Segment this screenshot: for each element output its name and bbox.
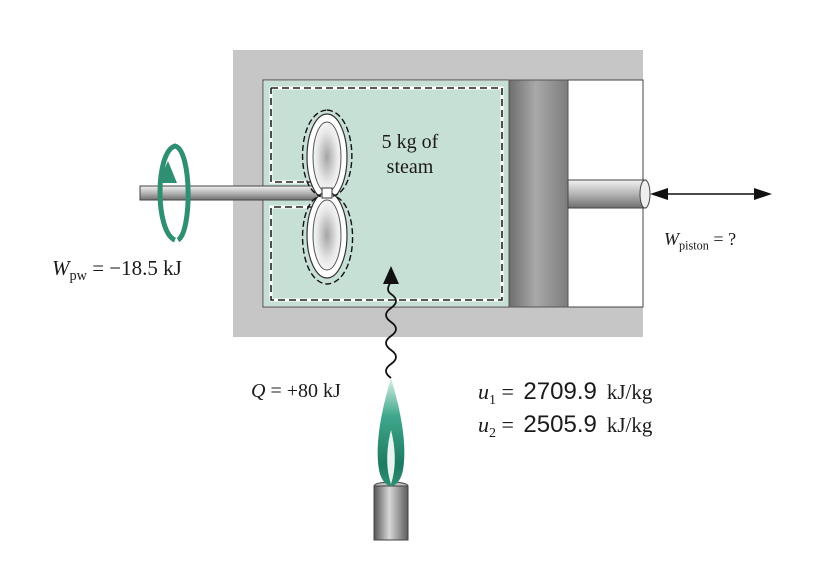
burner — [373, 481, 409, 541]
piston-work-value: = ? — [708, 229, 737, 249]
double-arrow-icon — [650, 188, 772, 200]
piston-work-label: Wpiston = ? — [664, 230, 736, 252]
steam-label-line2: steam — [386, 156, 434, 178]
rotation-arrow-icon — [157, 143, 191, 243]
paddle-work-subscript: pw — [69, 267, 87, 284]
paddle-work-symbol: W — [52, 256, 70, 280]
u2-value: 2505.9 — [523, 411, 597, 438]
u2-symbol: u — [478, 412, 489, 437]
u1-value: 2709.9 — [523, 378, 597, 405]
u1-subscript: 1 — [489, 392, 496, 408]
heat-symbol: Q — [251, 380, 266, 402]
piston-work-symbol: W — [664, 229, 679, 249]
heat-wavy-arrow-icon — [383, 266, 399, 379]
heat-label: Q = +80 kJ — [251, 381, 341, 401]
piston-rod — [567, 179, 651, 209]
steam-label-line1: 5 kg of — [381, 131, 439, 153]
paddle-shaft — [139, 185, 329, 201]
paddle-work-label: Wpw = −18.5 kJ — [52, 256, 182, 284]
u1-symbol: u — [478, 379, 489, 404]
paddle-wheel-icon — [301, 109, 354, 285]
steam-label: 5 kg of steam — [370, 130, 450, 180]
energy-u1-row: u1 = 2709.9 kJ/kg — [478, 380, 652, 408]
piston — [508, 79, 569, 308]
u1-unit: kJ/kg — [606, 380, 653, 404]
u2-equals: = — [496, 412, 520, 437]
paddle-work-value: = −18.5 kJ — [86, 256, 182, 280]
cylinder-bottom-wall — [233, 307, 643, 337]
heat-value: = +80 kJ — [265, 380, 341, 402]
u2-subscript: 2 — [489, 425, 496, 441]
piston-work-subscript: piston — [679, 238, 709, 253]
flame-icon — [377, 378, 405, 486]
cylinder-top-wall — [233, 50, 643, 80]
u2-unit: kJ/kg — [606, 413, 653, 437]
energy-u2-row: u2 = 2505.9 kJ/kg — [478, 413, 652, 441]
u1-equals: = — [496, 379, 520, 404]
